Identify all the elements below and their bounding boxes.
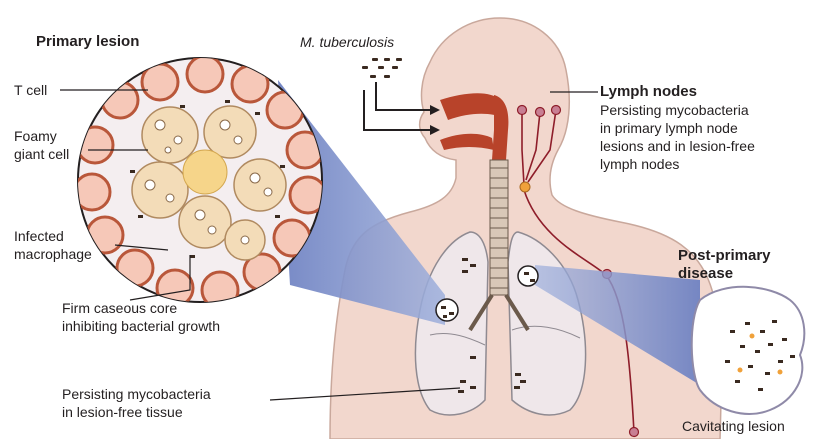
infected-macrophage-label-1: Infected [14, 228, 64, 244]
lymph-nodes-title: Lymph nodes [600, 84, 697, 100]
lymph-node-orange [520, 182, 530, 192]
persisting-tissue-label-2: in lesion-free tissue [62, 404, 183, 420]
infected-macrophage-label-2: macrophage [14, 246, 92, 262]
foamy-giant-cell-label-2: giant cell [14, 146, 69, 162]
persisting-tissue-label-1: Persisting mycobacteria [62, 386, 211, 402]
postprimary-lesion-site [518, 266, 538, 286]
primary-lesion-title: Primary lesion [36, 34, 139, 50]
lymph-nodes-text-3: lesions and in lesion-free [600, 138, 755, 154]
cavitating-lesion-label: Cavitating lesion [682, 418, 785, 434]
lymph-nodes-text-4: lymph nodes [600, 156, 679, 172]
post-primary-label-1: Post-primary [678, 248, 771, 264]
m-tuberculosis-label: M. tuberculosis [300, 34, 394, 50]
caseous-core-label-2: inhibiting bacterial growth [62, 318, 220, 334]
t-cell-label: T cell [14, 82, 47, 98]
cavitating-lesion [692, 287, 805, 414]
lymph-nodes-text-2: in primary lymph node [600, 120, 738, 136]
airborne-bacteria [362, 58, 402, 78]
lymph-nodes-text-1: Persisting mycobacteria [600, 102, 749, 118]
caseous-core-label-1: Firm caseous core [62, 300, 177, 316]
foamy-giant-cell-label-1: Foamy [14, 128, 57, 144]
post-primary-label-2: disease [678, 266, 733, 282]
caseous-core [183, 150, 227, 194]
